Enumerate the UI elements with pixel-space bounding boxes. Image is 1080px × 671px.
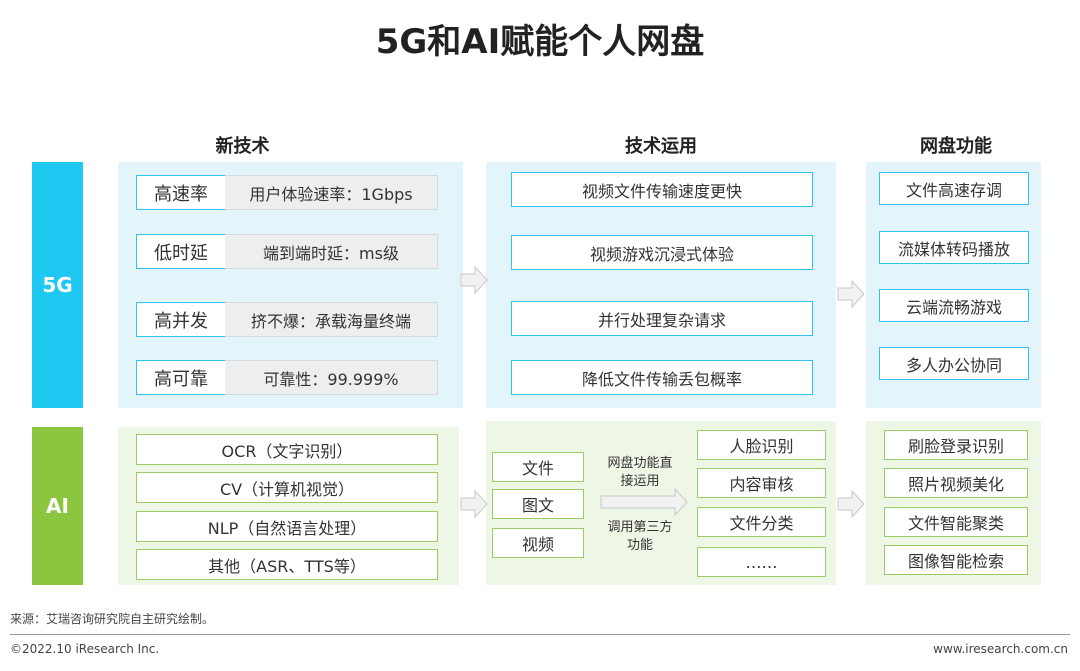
ai-feature-item: 图像智能检索 [884,545,1028,575]
arrow-label-direct: 网盘功能直接运用 [607,456,673,489]
arrow-right-icon [600,488,688,516]
source-note: 来源：艾瑞咨询研究院自主研究绘制。 [10,612,215,626]
arrow-right-icon [837,280,865,308]
website: www.iresearch.com.cn [933,642,1068,656]
tech-desc: 端到端时延：ms级 [225,234,438,269]
tech-desc: 挤不爆：承载海量终端 [225,302,438,337]
app-item: 并行处理复杂请求 [511,301,813,336]
ai-app-item: …… [697,547,826,577]
column-header-features: 网盘功能 [920,136,992,157]
ai-feature-item: 文件智能聚类 [884,507,1028,537]
app-item: 视频游戏沉浸式体验 [511,235,813,270]
page-title: 5G和AI赋能个人网盘 [375,22,705,62]
input-item: 视频 [492,528,584,558]
copyright: ©2022.10 iResearch Inc. [10,642,160,656]
app-item: 视频文件传输速度更快 [511,172,813,207]
app-item: 降低文件传输丢包概率 [511,360,813,395]
arrow-right-icon [460,490,488,518]
input-item: 文件 [492,452,584,482]
tech-name: 低时延 [136,234,226,269]
arrow-right-icon [837,490,865,518]
column-header-tech: 新技术 [215,136,270,157]
ai-tech-item: CV（计算机视觉） [136,472,438,503]
tech-desc: 用户体验速率：1Gbps [225,175,438,210]
ai-feature-item: 刷脸登录识别 [884,430,1028,460]
feature-item: 文件高速存调 [879,172,1029,205]
ai-tech-item: 其他（ASR、TTS等） [136,549,438,580]
row-label-5g: 5G [32,162,83,408]
feature-item: 云端流畅游戏 [879,289,1029,322]
row-label-ai: AI [32,427,83,585]
ai-tech-item: NLP（自然语言处理） [136,511,438,542]
feature-item: 多人办公协同 [879,347,1029,380]
ai-app-item: 内容审核 [697,468,826,498]
tech-name: 高可靠 [136,360,226,395]
ai-feature-item: 照片视频美化 [884,468,1028,498]
ai-app-item: 人脸识别 [697,430,826,460]
column-header-apps: 技术运用 [625,136,697,157]
tech-desc: 可靠性：99.999% [225,360,438,395]
ai-tech-item: OCR（文字识别） [136,434,438,465]
input-item: 图文 [492,489,584,519]
tech-name: 高并发 [136,302,226,337]
ai-app-item: 文件分类 [697,507,826,537]
feature-item: 流媒体转码播放 [879,231,1029,264]
footer-divider [10,634,1070,635]
arrow-label-third-party: 调用第三方功能 [607,520,673,553]
tech-name: 高速率 [136,175,226,210]
arrow-right-icon [460,266,488,294]
